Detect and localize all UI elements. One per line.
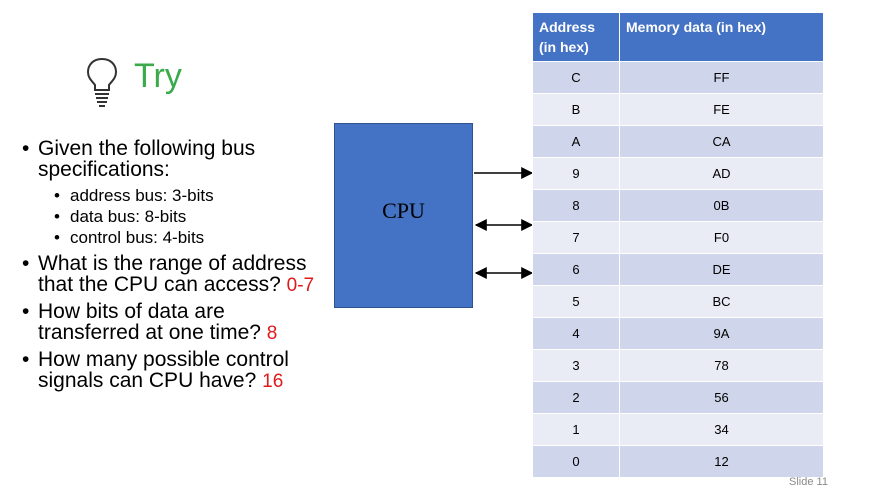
answer-address-range: 0-7 [286,275,315,296]
answer-data-bits: 8 [266,323,278,344]
memory-data-cell: AD [619,157,824,190]
memory-data-cell: 0B [619,189,824,222]
header-address: Address (in hex) [532,12,620,62]
memory-data-cell: F0 [619,221,824,254]
address-cell: 4 [532,317,620,350]
address-cell: C [532,61,620,94]
memory-data-cell: FE [619,93,824,126]
question-control-signals: How many possible control signals can CP… [38,348,289,392]
question-address-range: What is the range of address that the CP… [38,252,307,296]
memory-table-header: Address (in hex) Memory data (in hex) [532,12,824,62]
memory-data-cell: DE [619,253,824,286]
bullet-data-bits: • How bits of data are transferred at on… [22,300,278,344]
memory-data-cell: 12 [619,445,824,478]
slide-title: Try [134,57,182,95]
address-cell: 8 [532,189,620,222]
address-cell: A [532,125,620,158]
address-cell: 0 [532,445,620,478]
memory-data-cell: FF [619,61,824,94]
memory-data-cell: 56 [619,381,824,414]
lightbulb-icon [86,57,118,107]
bullet-bus-spec: • Given the following bus specifications… [22,138,322,180]
bullet-address-range: • What is the range of address that the … [22,252,315,296]
question-bus-spec: Given the following bus specifications: [38,137,256,181]
address-cell: 9 [532,157,620,190]
spec-control-bus: control bus: 4-bits [70,228,205,247]
bullet-list: • Given the following bus specifications… [22,138,322,397]
memory-data-cell: 78 [619,349,824,382]
memory-data-cell: BC [619,285,824,318]
address-cell: 2 [532,381,620,414]
slide-number: Slide 11 [789,476,828,488]
header-memory-data: Memory data (in hex) [619,12,824,62]
spec-item: • control bus: 4-bits [54,228,205,247]
address-cell: 6 [532,253,620,286]
memory-data-cell: CA [619,125,824,158]
spec-item: • address bus: 3-bits [54,186,214,205]
question-data-bits: How bits of data are transferred at one … [38,300,261,344]
address-cell: 5 [532,285,620,318]
address-cell: 7 [532,221,620,254]
cpu-box: CPU [334,123,473,308]
answer-control-signals: 16 [262,371,284,392]
cpu-label: CPU [382,197,425,223]
address-cell: B [532,93,620,126]
spec-address-bus: address bus: 3-bits [70,186,214,205]
address-cell: 1 [532,413,620,446]
spec-sublist: • address bus: 3-bits • data bus: 8-bits… [22,185,322,248]
bullet-control-signals: • How many possible control signals can … [22,348,289,392]
bus-arrows [474,167,534,279]
memory-data-cell: 9A [619,317,824,350]
bullet-dot: • [22,137,30,160]
memory-data-cell: 34 [619,413,824,446]
address-cell: 3 [532,349,620,382]
spec-item: • data bus: 8-bits [54,207,187,226]
spec-data-bus: data bus: 8-bits [70,207,187,226]
